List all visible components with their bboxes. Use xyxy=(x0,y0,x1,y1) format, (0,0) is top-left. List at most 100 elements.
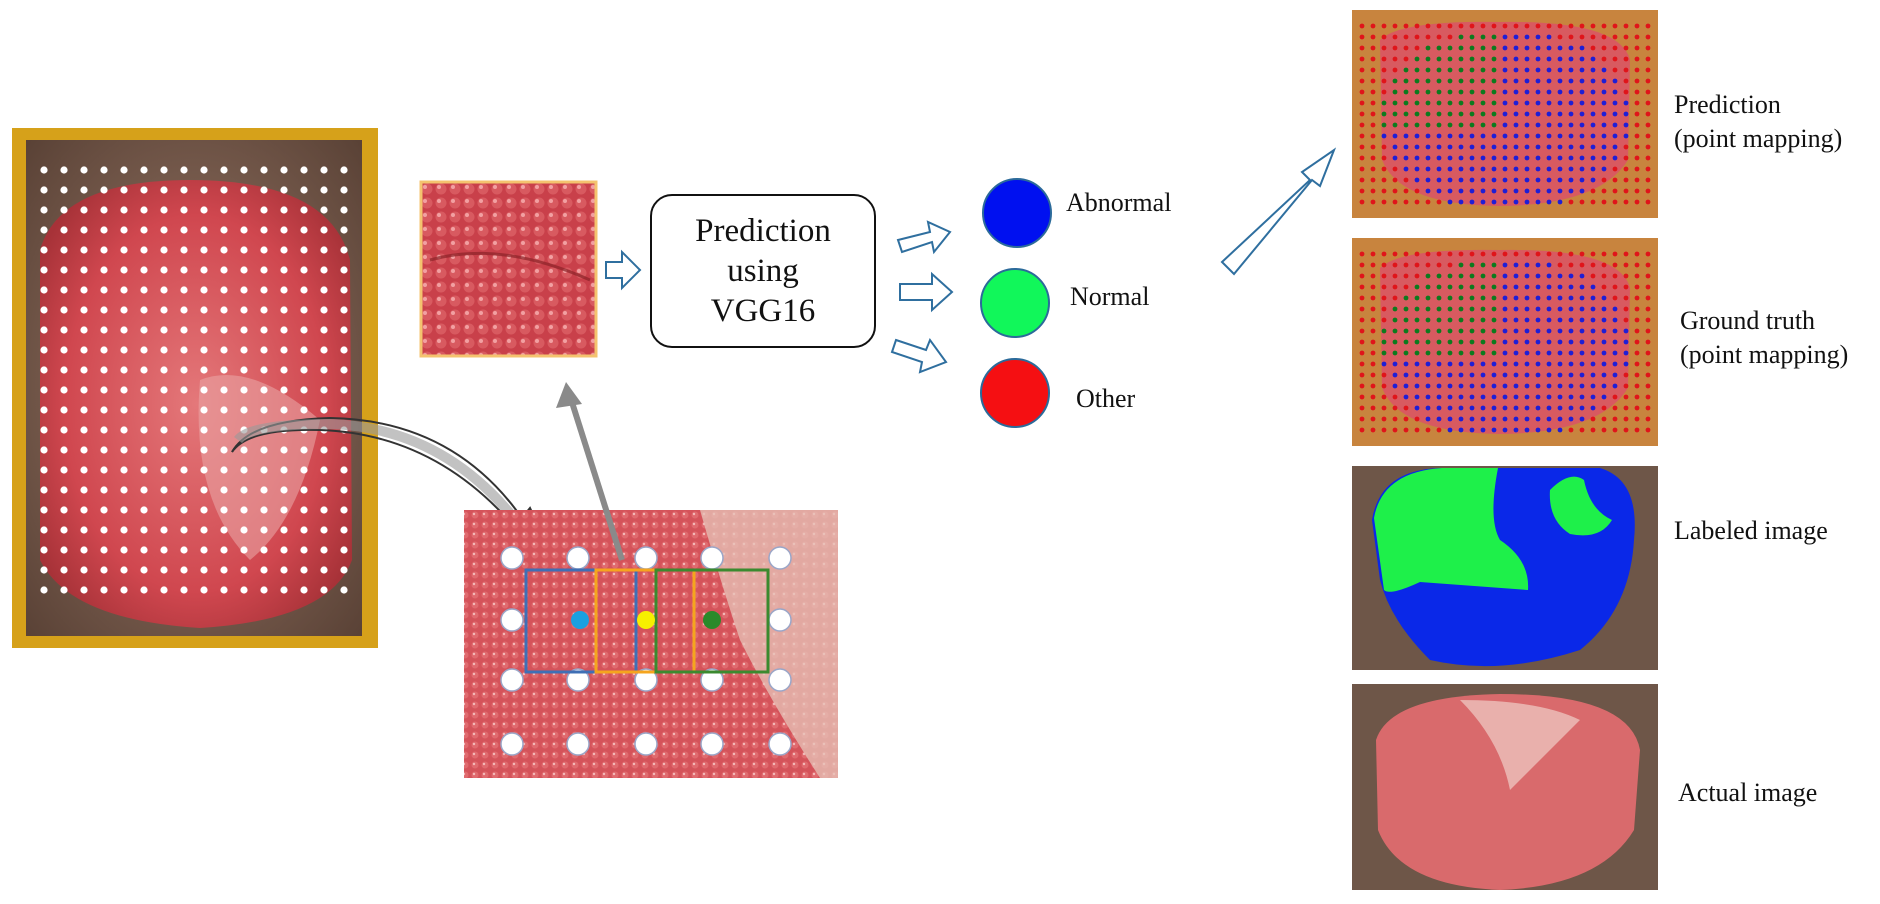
map-point xyxy=(1469,416,1475,422)
map-point xyxy=(1381,56,1387,62)
map-point xyxy=(1623,295,1629,301)
map-point xyxy=(1601,144,1607,150)
map-point xyxy=(1535,284,1541,290)
map-point xyxy=(1513,339,1519,345)
map-point xyxy=(1568,89,1574,95)
map-point xyxy=(1480,89,1486,95)
sampling-point xyxy=(200,286,208,294)
map-point xyxy=(1579,100,1585,106)
map-point xyxy=(1601,166,1607,172)
map-point xyxy=(1645,350,1651,356)
sampling-point xyxy=(140,346,148,354)
map-point xyxy=(1502,350,1508,356)
map-point xyxy=(1491,339,1497,345)
map-point xyxy=(1557,383,1563,389)
map-point xyxy=(1370,306,1376,312)
map-point xyxy=(1568,122,1574,128)
map-point xyxy=(1392,295,1398,301)
map-point xyxy=(1645,199,1651,205)
map-point xyxy=(1425,317,1431,323)
map-point xyxy=(1469,383,1475,389)
map-point xyxy=(1546,295,1552,301)
map-point xyxy=(1579,328,1585,334)
map-point xyxy=(1447,350,1453,356)
sampling-point xyxy=(320,386,328,394)
map-point xyxy=(1524,306,1530,312)
sampling-point xyxy=(80,166,88,174)
sampling-point xyxy=(240,246,248,254)
map-point xyxy=(1546,89,1552,95)
map-point xyxy=(1392,427,1398,433)
map-point xyxy=(1381,251,1387,257)
map-point xyxy=(1447,144,1453,150)
sampling-point xyxy=(240,266,248,274)
map-point xyxy=(1502,262,1508,268)
sampling-point xyxy=(120,546,128,554)
map-point xyxy=(1370,144,1376,150)
map-point xyxy=(1601,273,1607,279)
map-point xyxy=(1392,273,1398,279)
sampling-point xyxy=(60,326,68,334)
map-point xyxy=(1579,306,1585,312)
sampling-point xyxy=(140,406,148,414)
map-point xyxy=(1535,155,1541,161)
map-point xyxy=(1645,262,1651,268)
sampling-point xyxy=(200,326,208,334)
map-point xyxy=(1513,273,1519,279)
sampling-point xyxy=(340,206,348,214)
map-point xyxy=(1491,56,1497,62)
map-point xyxy=(1447,284,1453,290)
map-point xyxy=(1557,177,1563,183)
map-point xyxy=(1568,328,1574,334)
map-point xyxy=(1414,350,1420,356)
map-point xyxy=(1370,111,1376,117)
map-point xyxy=(1513,350,1519,356)
map-point xyxy=(1469,262,1475,268)
map-point xyxy=(1645,100,1651,106)
map-point xyxy=(1359,306,1365,312)
map-point xyxy=(1469,111,1475,117)
map-point xyxy=(1645,273,1651,279)
map-point xyxy=(1513,144,1519,150)
sampling-point xyxy=(220,526,228,534)
zoom-point xyxy=(700,668,724,692)
map-point xyxy=(1359,188,1365,194)
sampling-point xyxy=(220,566,228,574)
map-point xyxy=(1623,251,1629,257)
map-point xyxy=(1359,155,1365,161)
map-point xyxy=(1469,122,1475,128)
map-point xyxy=(1447,45,1453,51)
map-point xyxy=(1645,34,1651,40)
sampling-point xyxy=(340,406,348,414)
sampling-point xyxy=(300,166,308,174)
sampling-point xyxy=(220,466,228,474)
map-point xyxy=(1359,361,1365,367)
sampling-point xyxy=(140,486,148,494)
sampling-point xyxy=(300,486,308,494)
map-point xyxy=(1425,111,1431,117)
map-point xyxy=(1568,56,1574,62)
sampling-point xyxy=(200,266,208,274)
map-point xyxy=(1469,100,1475,106)
map-point xyxy=(1392,23,1398,29)
sampling-point xyxy=(320,446,328,454)
map-point xyxy=(1645,78,1651,84)
map-point xyxy=(1623,199,1629,205)
sampling-point xyxy=(200,226,208,234)
map-point xyxy=(1403,133,1409,139)
sampling-point xyxy=(220,486,228,494)
map-point xyxy=(1601,416,1607,422)
map-point xyxy=(1546,100,1552,106)
map-point xyxy=(1403,122,1409,128)
sampling-point xyxy=(60,426,68,434)
sampling-point xyxy=(160,586,168,594)
map-point xyxy=(1568,273,1574,279)
sampling-point xyxy=(280,386,288,394)
map-point xyxy=(1436,199,1442,205)
sampling-point xyxy=(40,306,48,314)
sampling-point xyxy=(60,306,68,314)
sampling-point xyxy=(220,506,228,514)
map-point xyxy=(1513,34,1519,40)
sampling-point xyxy=(340,286,348,294)
map-point xyxy=(1359,177,1365,183)
